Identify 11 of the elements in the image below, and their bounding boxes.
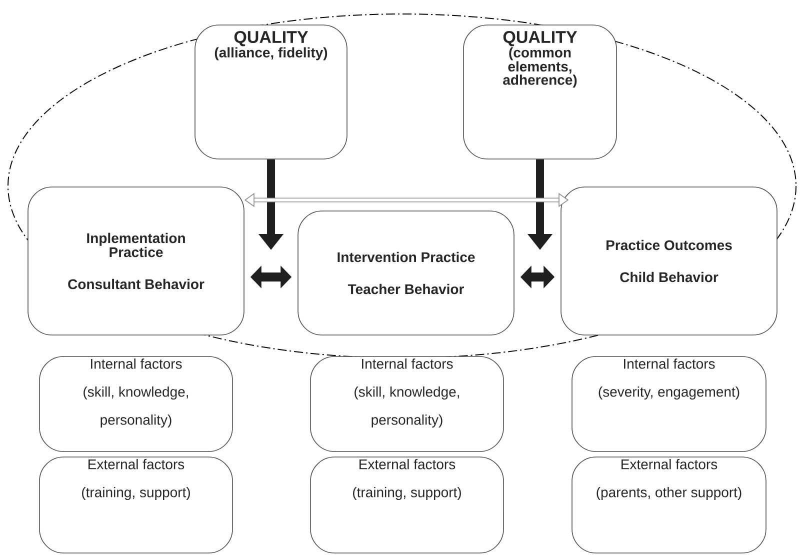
factor-box: Internal factors (skill, knowledge, personality) [310,356,504,452]
factor-box: External factors (parents, other support) [572,456,766,554]
factor-box: External factors (training, support) [39,456,233,554]
factor-box: Internal factors (severity, engagement) [572,356,766,452]
process-box: Inplementation Practice Consultant Behavior [28,186,244,336]
process-box: Intervention Practice Teacher Behavior [298,210,514,336]
factor-box: External factors (training, support) [310,456,504,554]
quality-box: QUALITY (alliance, fidelity) [194,24,348,160]
factor-box: Internal factors (skill, knowledge, personality) [39,356,233,452]
quality-box: QUALITY (common elements, adherence) [463,24,617,160]
process-box: Practice Outcomes Child Behavior [560,186,778,336]
